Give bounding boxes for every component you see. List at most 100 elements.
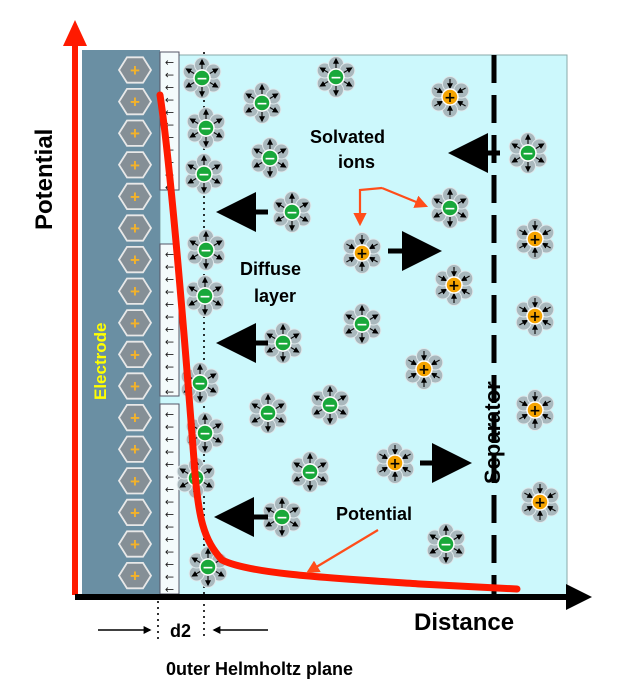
plus-hexagon-icon: + <box>117 119 153 147</box>
svg-text:−: − <box>196 71 208 87</box>
solvated-anion-icon: − <box>182 57 222 99</box>
svg-text:−: − <box>440 537 452 553</box>
svg-text:−: − <box>356 317 368 333</box>
svg-text:+: + <box>529 309 541 325</box>
svg-text:−: − <box>262 406 274 422</box>
solvent-dipole-icon: ← <box>165 546 174 559</box>
solvated-label-line1: Solvated <box>310 127 385 147</box>
svg-text:+: + <box>389 456 401 472</box>
diffuse-label-line1: Diffuse <box>240 259 301 279</box>
solvent-dipole-icon: ← <box>165 521 174 534</box>
solvated-label-line2: ions <box>338 152 375 172</box>
svg-text:−: − <box>199 426 211 442</box>
plus-hexagon-icon: + <box>117 340 153 369</box>
y-axis-label: Potential <box>31 129 58 230</box>
solvent-dipole-icon: ← <box>165 311 174 324</box>
solvent-dipole-icon: ← <box>165 348 174 361</box>
solvated-anion-icon: − <box>272 191 312 233</box>
solvated-anion-icon: − <box>508 132 548 174</box>
svg-text:+: + <box>130 187 140 206</box>
svg-text:−: − <box>202 560 214 576</box>
solvent-dipole-icon: ← <box>165 471 174 484</box>
svg-text:−: − <box>276 510 288 526</box>
svg-text:+: + <box>444 90 456 106</box>
solvent-dipole-icon: ← <box>165 533 174 546</box>
svg-text:+: + <box>356 246 368 262</box>
plus-hexagon-icon: + <box>117 372 153 400</box>
solvated-anion-icon: − <box>262 496 302 538</box>
solvent-dipole-icon: ← <box>165 361 174 374</box>
svg-text:−: − <box>522 146 534 162</box>
svg-text:+: + <box>418 362 430 378</box>
svg-text:−: − <box>256 96 268 112</box>
solvated-anion-icon: − <box>188 546 228 588</box>
solvated-anion-icon: − <box>430 187 470 229</box>
solvent-dipole-icon: ← <box>165 483 174 496</box>
plus-hexagon-icon: + <box>117 498 153 526</box>
solvated-cation-icon: + <box>515 218 555 260</box>
solvent-dipole-icon: ← <box>165 323 174 336</box>
potential-curve-label: Potential <box>336 504 412 524</box>
solvent-dipole-icon: ← <box>165 558 174 571</box>
solvent-dipole-icon: ← <box>165 508 174 521</box>
solvent-dipole-icon: ← <box>165 408 174 421</box>
plus-hexagon-icon: + <box>117 88 153 116</box>
svg-text:+: + <box>130 535 140 554</box>
solvent-dipole-icon: ← <box>165 261 174 274</box>
plus-hexagon-icon: + <box>117 277 153 305</box>
svg-text:+: + <box>130 503 140 522</box>
solvent-dipole-icon: ← <box>165 56 174 69</box>
solvated-cation-icon: + <box>404 348 444 390</box>
svg-text:+: + <box>529 232 541 248</box>
svg-text:+: + <box>130 345 140 364</box>
solvent-dipole-icon: ← <box>165 248 174 261</box>
ohp-label: 0uter Helmholtz plane <box>166 659 353 679</box>
solvated-anion-icon: − <box>186 107 226 149</box>
plus-hexagon-icon: + <box>117 435 153 463</box>
svg-text:+: + <box>130 377 140 396</box>
plus-hexagon-icon: + <box>117 562 153 590</box>
svg-text:+: + <box>130 93 140 112</box>
solvated-anion-icon: − <box>310 384 350 426</box>
solvated-arrow-a <box>353 186 383 227</box>
plus-hexagon-icon: + <box>117 245 153 274</box>
svg-text:−: − <box>444 201 456 217</box>
solvated-anion-icon: − <box>242 82 282 124</box>
svg-text:+: + <box>130 472 140 491</box>
plus-hexagon-icon: + <box>117 214 153 242</box>
svg-text:−: − <box>200 243 212 259</box>
separator-label: Separator <box>480 381 505 484</box>
solvated-cation-icon: + <box>434 264 474 306</box>
ion-motion-arrows <box>214 133 500 537</box>
svg-text:−: − <box>304 465 316 481</box>
solvent-dipole-icon: ← <box>165 446 174 459</box>
svg-text:+: + <box>130 124 140 143</box>
solvated-cation-icon: + <box>515 295 555 337</box>
svg-text:+: + <box>130 282 140 301</box>
svg-text:−: − <box>264 151 276 167</box>
solvated-cation-icon: + <box>342 232 382 274</box>
solvent-dipole-icon: ← <box>165 298 174 311</box>
solvated-anion-icon: − <box>250 137 290 179</box>
solvated-anion-icon: − <box>184 153 224 195</box>
solvent-dipole-icon: ← <box>165 94 174 107</box>
solvent-dipole-icon: ← <box>165 131 174 144</box>
solvated-anion-icon: − <box>316 56 356 98</box>
solvated-anion-icon: − <box>290 451 330 493</box>
svg-text:+: + <box>534 495 546 511</box>
solvent-dipole-icon: ← <box>165 386 174 399</box>
solvent-dipole-icon: ← <box>165 81 174 94</box>
solvated-anion-icon: − <box>186 229 226 271</box>
solvated-ions: −−−−−−−−−−−−−−−−−−−−−−+++++++++ <box>176 56 560 588</box>
potential-curve <box>156 91 521 593</box>
dipole-block <box>159 243 180 397</box>
solvated-cation-icon: + <box>430 76 470 118</box>
solvent-dipole-icon: ← <box>165 433 174 446</box>
solvent-dipole-icon: ← <box>165 69 174 82</box>
solvent-dipole-icon: ← <box>165 106 174 119</box>
svg-text:−: − <box>199 289 211 305</box>
plus-hexagon-icon: + <box>117 151 153 179</box>
plus-hexagon-icon: + <box>117 309 153 337</box>
svg-text:+: + <box>130 251 140 270</box>
